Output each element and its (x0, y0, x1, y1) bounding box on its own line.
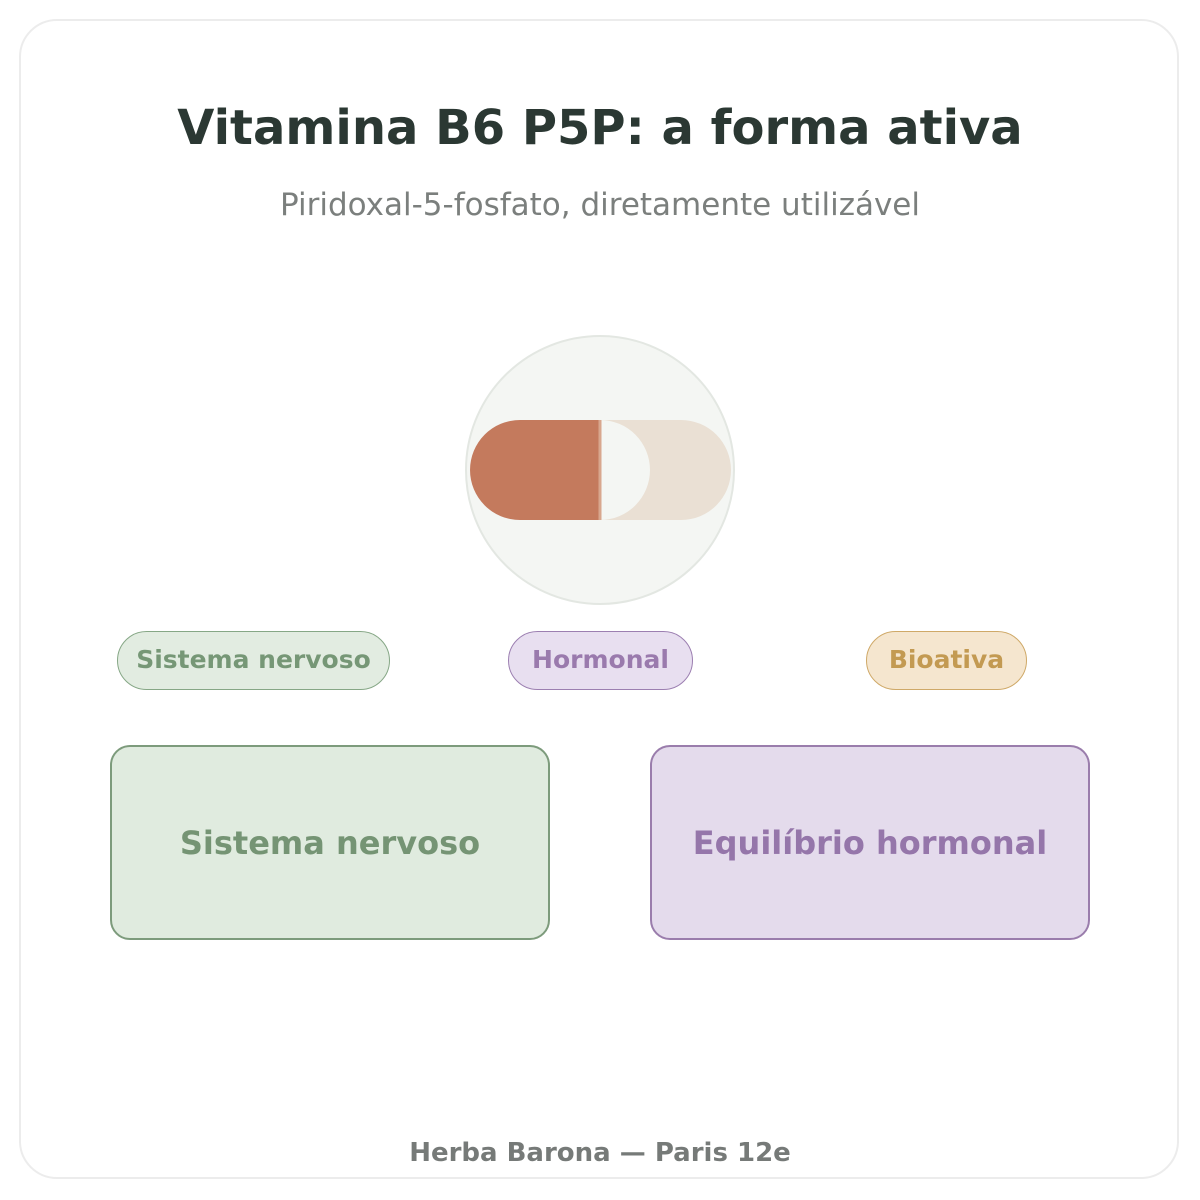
tag-sistema-nervoso: Sistema nervoso (117, 631, 390, 690)
benefit-label: Sistema nervoso (179, 823, 481, 862)
capsule-left-half (470, 420, 600, 520)
benefit-label: Equilíbrio hormonal (692, 823, 1048, 862)
benefit-sistema-nervoso: Sistema nervoso (110, 745, 550, 940)
capsule-right-half (600, 420, 731, 520)
footer-credit: Herba Barona — Paris 12e (409, 1138, 791, 1168)
tag-bioativa: Bioativa (866, 631, 1027, 690)
capsule-icon (465, 335, 735, 605)
tag-hormonal: Hormonal (508, 631, 693, 690)
page-title: Vitamina B6 P5P: a forma ativa (177, 100, 1023, 156)
page-subtitle: Piridoxal-5-fosfato, diretamente utilizá… (279, 187, 920, 223)
benefit-equilibrio-hormonal: Equilíbrio hormonal (650, 745, 1090, 940)
